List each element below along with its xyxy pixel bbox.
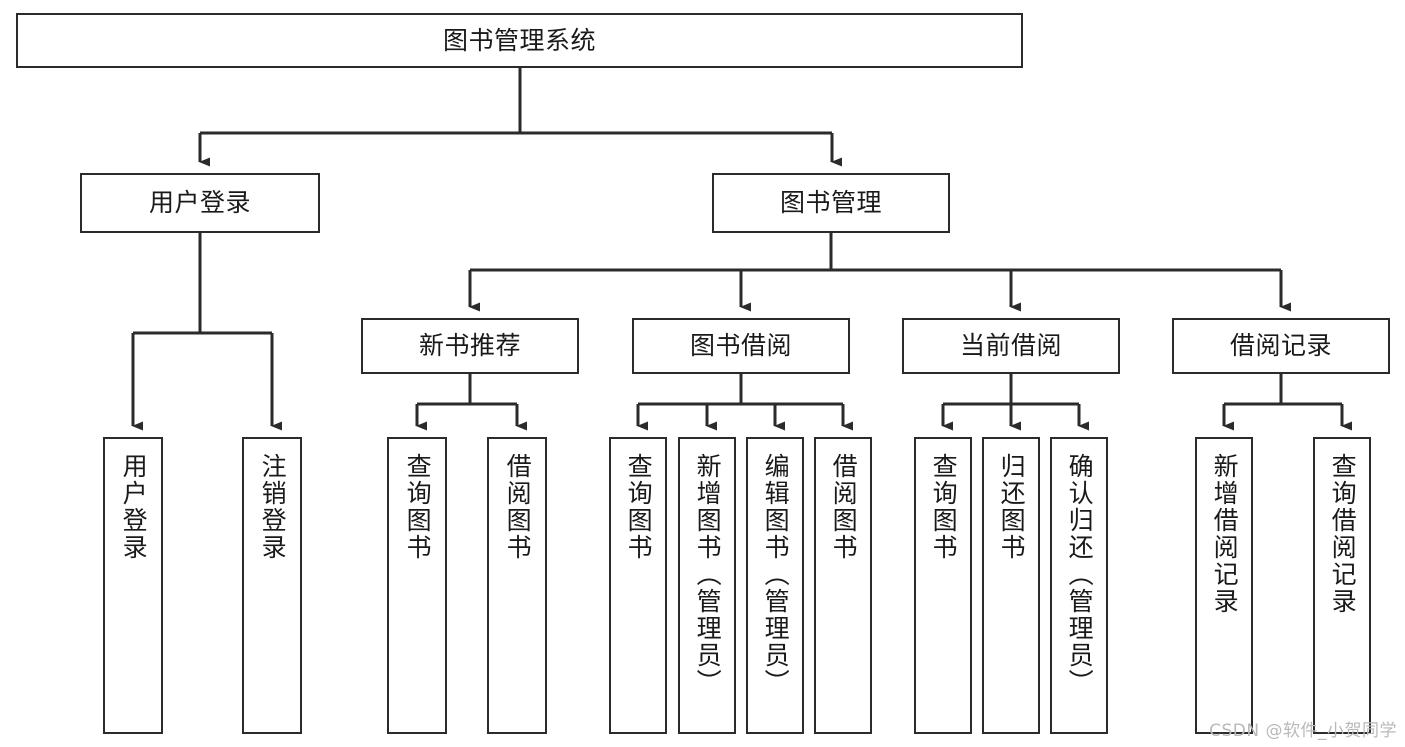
- node-leaf-add-book-label: 新增图书（管理员）: [693, 453, 723, 696]
- node-leaf-user-login[interactable]: 用户登录: [103, 437, 163, 734]
- node-leaf-borrow-book-2-label: 借阅图书: [829, 453, 859, 561]
- node-leaf-confirm-return[interactable]: 确认归还（管理员）: [1050, 437, 1108, 734]
- node-leaf-add-book[interactable]: 新增图书（管理员）: [678, 437, 736, 734]
- node-leaf-return-book[interactable]: 归还图书: [982, 437, 1040, 734]
- node-book-manage[interactable]: 图书管理: [712, 173, 950, 233]
- node-book-manage-label: 图书管理: [779, 188, 882, 217]
- node-book-borrow[interactable]: 图书借阅: [632, 318, 850, 374]
- node-leaf-query-book-1-label: 查询图书: [403, 453, 433, 561]
- node-current-borrow-label: 当前借阅: [959, 331, 1062, 360]
- node-leaf-query-book-3-label: 查询图书: [929, 453, 959, 561]
- node-leaf-query-book-2[interactable]: 查询图书: [609, 437, 667, 734]
- node-leaf-add-record-label: 新增借阅记录: [1210, 453, 1240, 615]
- node-leaf-query-record-label: 查询借阅记录: [1328, 453, 1358, 615]
- node-book-borrow-label: 图书借阅: [689, 331, 792, 360]
- node-leaf-borrow-book-1-label: 借阅图书: [503, 453, 533, 561]
- node-leaf-return-book-label: 归还图书: [997, 453, 1027, 561]
- node-new-book-recommend[interactable]: 新书推荐: [361, 318, 579, 374]
- node-leaf-query-record[interactable]: 查询借阅记录: [1313, 437, 1371, 734]
- node-leaf-user-logout[interactable]: 注销登录: [242, 437, 302, 734]
- node-root-label: 图书管理系统: [442, 25, 596, 55]
- node-user-login[interactable]: 用户登录: [80, 173, 320, 233]
- node-leaf-edit-book[interactable]: 编辑图书（管理员）: [746, 437, 804, 734]
- node-leaf-query-book-1[interactable]: 查询图书: [387, 437, 447, 734]
- node-root[interactable]: 图书管理系统: [16, 13, 1023, 68]
- node-new-book-recommend-label: 新书推荐: [418, 331, 521, 360]
- node-leaf-add-record[interactable]: 新增借阅记录: [1195, 437, 1253, 734]
- csdn-watermark: CSDN @软件_小贺同学: [1209, 721, 1397, 741]
- node-leaf-query-book-2-label: 查询图书: [624, 453, 654, 561]
- node-leaf-borrow-book-2[interactable]: 借阅图书: [814, 437, 872, 734]
- node-leaf-confirm-return-label: 确认归还（管理员）: [1065, 453, 1095, 696]
- node-borrow-record[interactable]: 借阅记录: [1172, 318, 1390, 374]
- node-leaf-borrow-book-1[interactable]: 借阅图书: [487, 437, 547, 734]
- node-leaf-user-logout-label: 注销登录: [258, 453, 288, 561]
- node-leaf-user-login-label: 用户登录: [119, 453, 149, 561]
- node-leaf-edit-book-label: 编辑图书（管理员）: [761, 453, 791, 696]
- node-leaf-query-book-3[interactable]: 查询图书: [914, 437, 972, 734]
- node-borrow-record-label: 借阅记录: [1229, 331, 1332, 360]
- node-user-login-label: 用户登录: [148, 188, 251, 217]
- node-current-borrow[interactable]: 当前借阅: [902, 318, 1120, 374]
